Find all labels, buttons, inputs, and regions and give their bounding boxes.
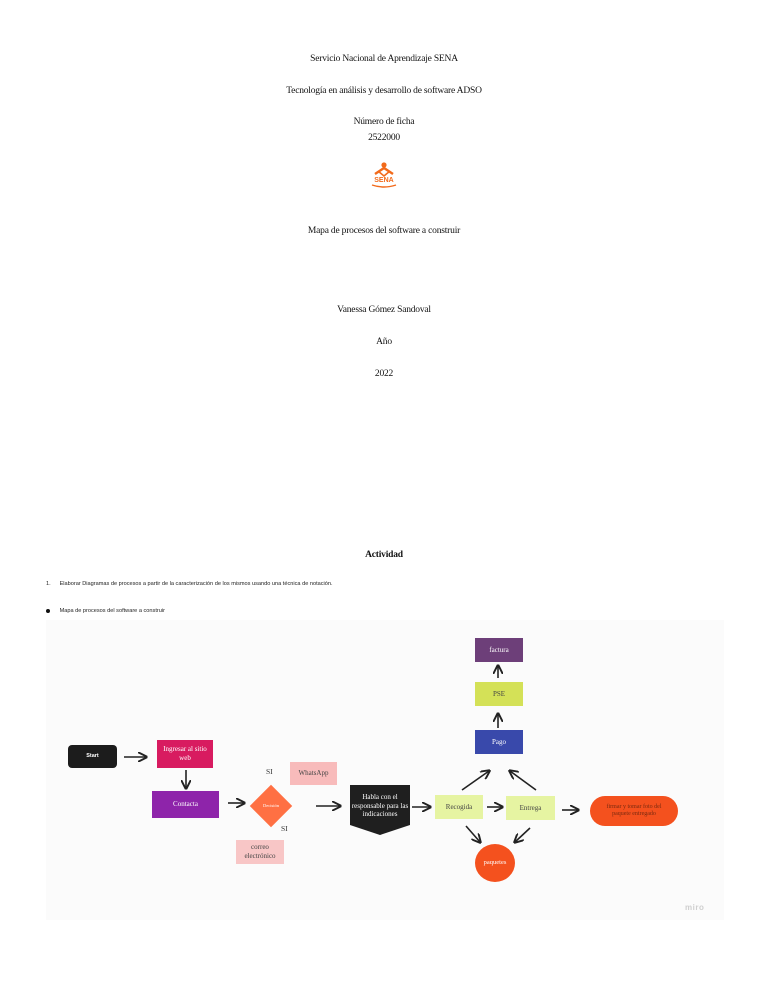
arrow-recogida-pago <box>461 771 489 791</box>
correo-node: correo electrónico <box>236 840 284 864</box>
ficha-number: 2522000 <box>368 133 400 143</box>
arrow-entrega-pago <box>510 771 537 791</box>
firmar-node: firmar y tomar foto del paquete entregad… <box>590 796 678 826</box>
year-value: 2022 <box>374 369 394 379</box>
ingresar-node: Ingresar al sitio web <box>157 740 213 768</box>
sena-logo-text: SENA <box>374 177 393 184</box>
document-subject: Mapa de procesos del software a construi… <box>307 226 461 236</box>
sena-logo: SENA <box>371 162 397 188</box>
whatsapp-node: WhatsApp <box>290 762 337 785</box>
activity-item-number: 1. <box>46 581 51 587</box>
entrega-node: Entrega <box>506 796 555 820</box>
bullet-dot <box>46 608 50 613</box>
factura-node: factura <box>475 638 523 662</box>
miro-watermark: miro <box>685 903 705 912</box>
institution-name: Servicio Nacional de Aprendizaje SENA <box>310 54 458 64</box>
recogida-node: Recogida <box>435 795 483 819</box>
si-label-top: SI <box>266 767 273 776</box>
process-map-board <box>46 620 724 920</box>
start-node: Start <box>68 745 117 768</box>
arrow-recogida-paquetes <box>465 825 480 842</box>
year-label: Año <box>376 337 392 347</box>
pse-node: PSE <box>475 682 523 706</box>
activity-item-text: Elaborar Diagramas de procesos a partir … <box>59 581 333 587</box>
decision-label: Decisión <box>263 803 279 809</box>
activity-item: 1. Elaborar Diagramas de procesos a part… <box>46 581 333 587</box>
author-name: Vanessa Gómez Sandoval <box>337 305 431 315</box>
activity-bullet-text: Mapa de procesos del software a construi… <box>59 608 165 614</box>
activity-bullet: Mapa de procesos del software a construi… <box>46 608 165 614</box>
pago-node: Pago <box>475 730 523 754</box>
habla-node: Habla con el responsable para las indica… <box>350 785 410 835</box>
activity-heading: Actividad <box>365 550 403 560</box>
si-label-bottom: SI <box>281 824 288 833</box>
arrow-entrega-paquetes <box>515 827 531 842</box>
contacta-node: Contacta <box>152 791 219 818</box>
program-name: Tecnología en análisis y desarrollo de s… <box>286 86 482 96</box>
ficha-label: Número de ficha <box>353 117 415 127</box>
paquetes-node: paquetes <box>475 844 515 882</box>
